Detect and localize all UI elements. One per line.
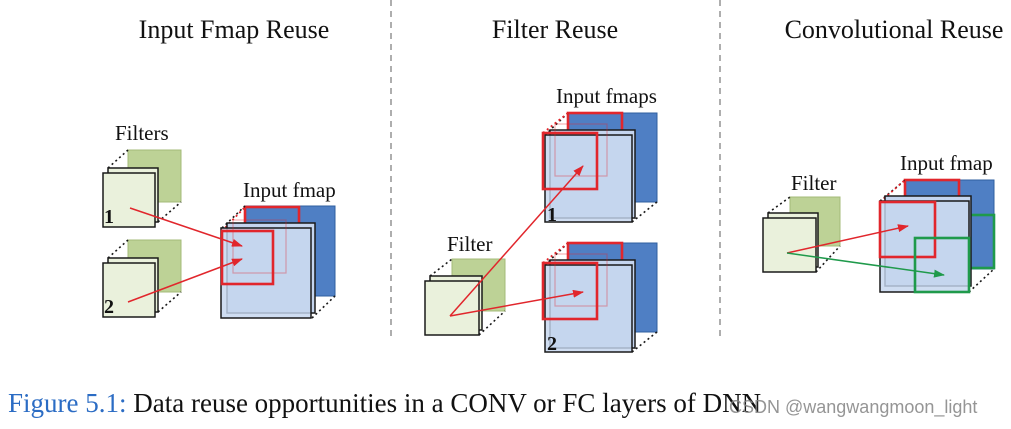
input-fmap-2-window-front-highlight: [541, 261, 599, 321]
window-front-highlight: [220, 229, 275, 286]
panel-title-filter-reuse: Filter Reuse: [492, 15, 618, 44]
input-fmap-2-window-depth-edge: [542, 242, 569, 264]
filter-front-channel: [424, 280, 480, 336]
input-fmap-2-window-mid-highlight: [554, 253, 608, 307]
filter-2-depth-edge-bottom: [157, 291, 182, 313]
filter-1: 1: [102, 149, 182, 228]
panel-title-convolutional-reuse: Convolutional Reuse: [785, 15, 1004, 44]
filter-2-front-channel: [102, 262, 156, 318]
input-fmap-1: 1: [541, 111, 658, 226]
filter-2: 2: [102, 239, 182, 318]
arrow-filter-to-window-a: [786, 224, 909, 254]
filter-depth-edge-bottom: [815, 245, 841, 273]
filter-depth-edge-top: [429, 258, 453, 277]
watermark: CSDN @wangwangmoon_light: [729, 397, 978, 417]
filter-label: Filter: [791, 171, 837, 195]
panel-filter-reuse: Filter Reuse Input fmaps 1 2 Fi: [424, 15, 658, 355]
filter-2-index: 2: [104, 296, 114, 318]
input-fmap-1-depth-edge-bottom: [631, 201, 658, 223]
input-fmap-1-window-depth-edge: [542, 112, 569, 134]
arrow-filter-to-fmap-2: [449, 289, 584, 317]
input-fmap-depth-edge-top: [221, 205, 246, 229]
figure-number: Figure 5.1:: [8, 388, 127, 418]
input-fmap-depth-edge-bottom: [311, 295, 336, 319]
input-fmap-front-channel: [879, 200, 970, 293]
figure-caption: Figure 5.1: Data reuse opportunities in …: [8, 388, 761, 419]
panel-input-fmap-reuse: Input Fmap Reuse Filters 1 2 Input fmap: [102, 15, 336, 319]
input-fmap-label: Input fmap: [900, 151, 993, 175]
arrow-filter-2-to-fmap: [127, 258, 243, 303]
input-fmap-2: 2: [541, 241, 658, 355]
window-depth-edge: [221, 206, 246, 232]
caption-text: Data reuse opportunities in a CONV or FC…: [133, 388, 762, 418]
input-fmap-1-front-channel: [544, 134, 633, 223]
filter-1-depth-edge-top: [107, 149, 129, 169]
arrow-filter-to-window-b: [786, 252, 945, 278]
filter: [762, 196, 841, 273]
filter: [424, 258, 506, 336]
input-fmap-2-front-channel: [544, 264, 633, 353]
filter-depth-edge-bottom: [478, 310, 506, 336]
input-fmap-2-depth-edge-bottom: [631, 331, 658, 353]
arrow-filter-to-fmap-1: [449, 165, 584, 317]
input-fmap-1-index: 1: [547, 204, 557, 226]
panel-title-input-fmap-reuse: Input Fmap Reuse: [139, 15, 330, 44]
arrow-filter-1-to-fmap: [129, 207, 243, 247]
input-fmap-depth-edge-bottom: [968, 268, 995, 293]
window-a-depth-edge: [879, 179, 906, 203]
input-fmap-2-index: 2: [547, 333, 557, 355]
input-fmap-1-window-front-highlight: [541, 131, 599, 191]
filter-front-channel: [762, 217, 817, 273]
filter-label: Filter: [447, 232, 493, 256]
filter-2-depth-edge-top: [107, 239, 129, 259]
filters-label: Filters: [115, 121, 169, 145]
input-fmap: [878, 178, 996, 294]
filter-1-front-channel: [102, 172, 156, 228]
window-b-front-highlight: [913, 236, 971, 294]
input-fmap: [220, 205, 336, 319]
panel-convolutional-reuse: Convolutional Reuse Filter Input fmap: [762, 15, 1004, 294]
filter-depth-edge-top: [767, 196, 791, 214]
input-fmap-label: Input fmap: [243, 178, 336, 202]
filter-1-index: 1: [104, 206, 114, 228]
window-a-front-highlight: [878, 200, 937, 259]
input-fmaps-label: Input fmaps: [556, 84, 657, 108]
